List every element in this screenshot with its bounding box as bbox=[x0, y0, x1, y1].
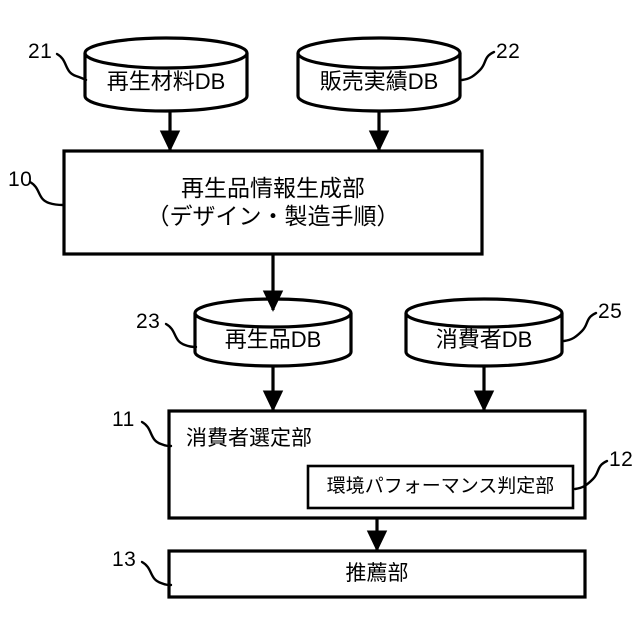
cylinder-shape-db-sales-record bbox=[296, 36, 462, 113]
leader-line-23 bbox=[164, 322, 198, 349]
reference-numeral-21: 21 bbox=[28, 40, 53, 63]
leader-line-25 bbox=[562, 311, 598, 343]
box-shape-unit-env-performance-judge bbox=[306, 464, 575, 510]
reference-numeral-23: 23 bbox=[136, 310, 161, 333]
cylinder-shape-db-recycled-material bbox=[83, 36, 249, 113]
leader-line-11 bbox=[140, 420, 173, 448]
reference-numeral-11: 11 bbox=[112, 408, 135, 431]
box-shape-unit-recommendation bbox=[167, 549, 587, 599]
reference-numeral-25: 25 bbox=[598, 300, 623, 323]
leader-line-10 bbox=[28, 180, 65, 207]
leader-line-13 bbox=[140, 560, 173, 587]
reference-numeral-12: 12 bbox=[609, 448, 634, 471]
cylinder-shape-db-consumer bbox=[404, 297, 564, 368]
reference-numeral-22: 22 bbox=[496, 40, 521, 63]
box-shape-unit-product-info-generator bbox=[62, 149, 484, 256]
leader-line-22 bbox=[460, 50, 496, 82]
leader-line-21 bbox=[55, 52, 88, 82]
leader-line-12 bbox=[573, 459, 609, 491]
reference-numeral-13: 13 bbox=[112, 548, 137, 571]
reference-numeral-10: 10 bbox=[8, 168, 33, 191]
